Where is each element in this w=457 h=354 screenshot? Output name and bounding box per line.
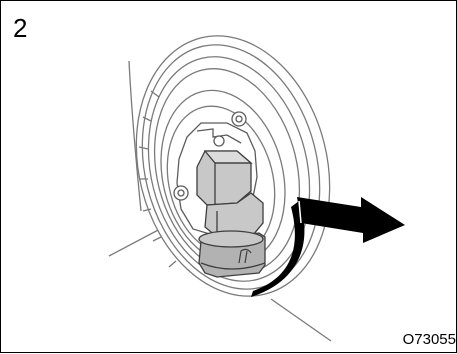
step-number: 2 — [13, 15, 27, 41]
figure-code: O73055 — [403, 332, 456, 347]
